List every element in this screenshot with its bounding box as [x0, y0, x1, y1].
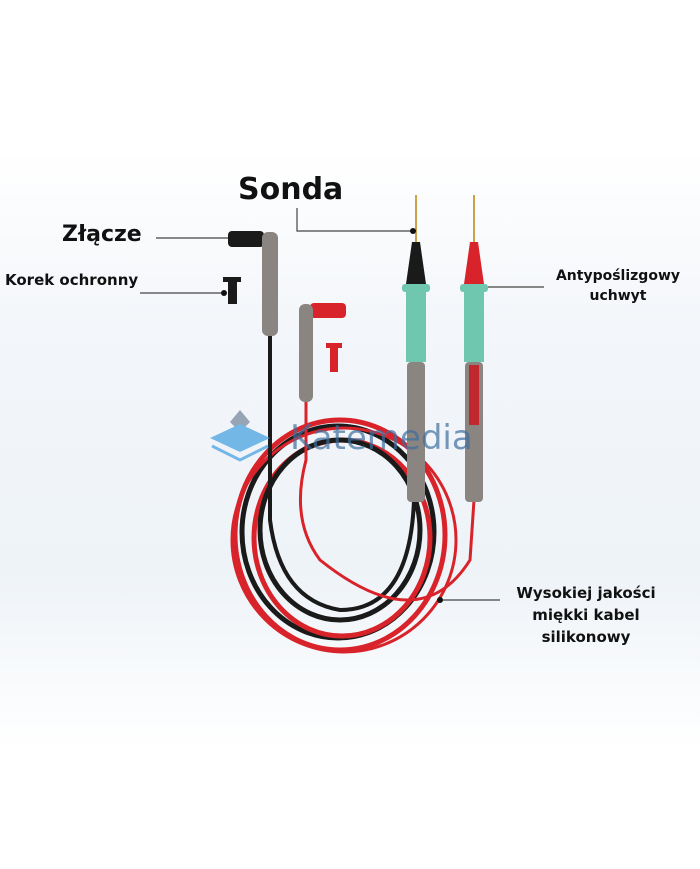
watermark-text: Katemedia [290, 418, 473, 458]
label-connector: Złącze [62, 222, 142, 247]
protective-cap-red [326, 343, 342, 372]
label-cable-line2: miękki kabel [532, 606, 640, 624]
label-cable-line1: Wysokiej jakości [516, 584, 656, 602]
protective-cap-black [223, 277, 241, 304]
red-wire [298, 400, 476, 602]
red-probe [460, 195, 488, 502]
black-wire [268, 335, 416, 613]
watermark-logo [210, 410, 270, 462]
label-cable: Wysokiej jakości miękki kabel silikonowy [500, 582, 672, 648]
label-grip-line2: uchwyt [589, 288, 647, 304]
red-connector [299, 303, 346, 402]
label-protective-cap: Korek ochronny [5, 271, 139, 289]
label-probe: Sonda [238, 172, 344, 207]
black-probe [402, 195, 430, 502]
cable-coil [230, 417, 458, 654]
label-grip: Antypoślizgowy uchwyt [545, 266, 691, 306]
black-connector [228, 231, 278, 336]
label-cable-line3: silikonowy [541, 628, 631, 646]
leader-lines [140, 208, 544, 601]
label-grip-line1: Antypoślizgowy [555, 268, 681, 284]
